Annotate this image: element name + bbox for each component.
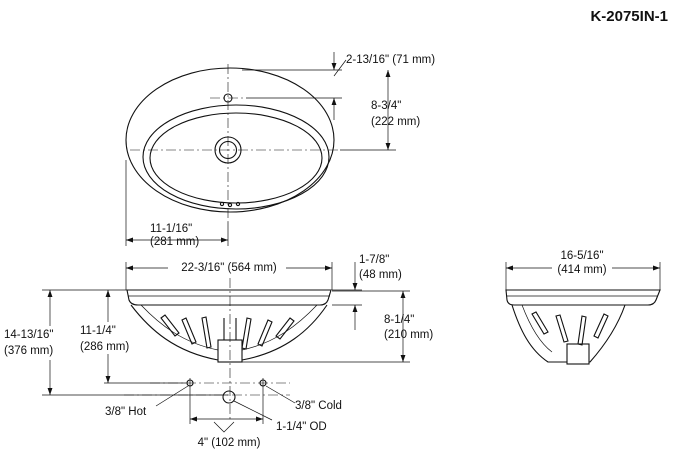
center-to-drain-in-label: 8-3/4" <box>371 100 401 112</box>
overall-width-label: 22-3/16" (564 mm) <box>181 262 277 274</box>
top-view-outer-rim <box>125 67 335 213</box>
rim-height-in-label: 1-7/8" <box>359 254 389 266</box>
side-bowl-ribs <box>531 311 609 346</box>
front-bowl-ribs <box>160 314 295 350</box>
top-view-bowl-inner <box>149 112 323 204</box>
total-height-in-label: 14-13/16" <box>4 329 53 341</box>
supply-height-mm-label: (286 mm) <box>80 341 129 353</box>
top-view-bowl-outer <box>142 104 330 210</box>
rim-height-mm-label: (48 mm) <box>359 269 402 281</box>
side-drain-tailpiece <box>566 343 590 365</box>
side-depth-in-label: 16-5/16" <box>560 250 603 262</box>
top-view: 2-13/16" (71 mm) 8-3/4" (222 mm) 11-1/16… <box>125 52 435 248</box>
hot-label: 3/8" Hot <box>105 406 147 418</box>
half-width-mm-label: (281 mm) <box>150 236 199 248</box>
drain-od-label: 1-1/4" OD <box>276 421 327 433</box>
side-view: 16-5/16" (414 mm) <box>505 247 661 365</box>
side-rim <box>505 289 661 306</box>
center-to-drain-mm-label: (222 mm) <box>371 116 420 128</box>
front-view: 22-3/16" (564 mm) 1-7/8" (48 mm) 8-1/4" … <box>4 254 433 449</box>
supply-height-in-label: 11-1/4" <box>80 325 116 337</box>
drain-outlet-connection <box>222 390 236 404</box>
supply-spacing-label: 4" (102 mm) <box>198 437 261 449</box>
side-depth-mm-label: (414 mm) <box>557 264 606 276</box>
front-rim <box>126 289 332 306</box>
half-width-in-label: 11-1/16" <box>150 223 192 235</box>
cold-label: 3/8" Cold <box>295 400 342 412</box>
total-height-mm-label: (376 mm) <box>4 345 53 357</box>
model-number: K-2075IN-1 <box>590 8 668 25</box>
bowl-depth-in-label: 8-1/4" <box>384 314 414 326</box>
faucet-offset-label: 2-13/16" (71 mm) <box>346 54 435 66</box>
bowl-depth-mm-label: (210 mm) <box>384 329 433 341</box>
overflow-holes <box>219 201 241 208</box>
